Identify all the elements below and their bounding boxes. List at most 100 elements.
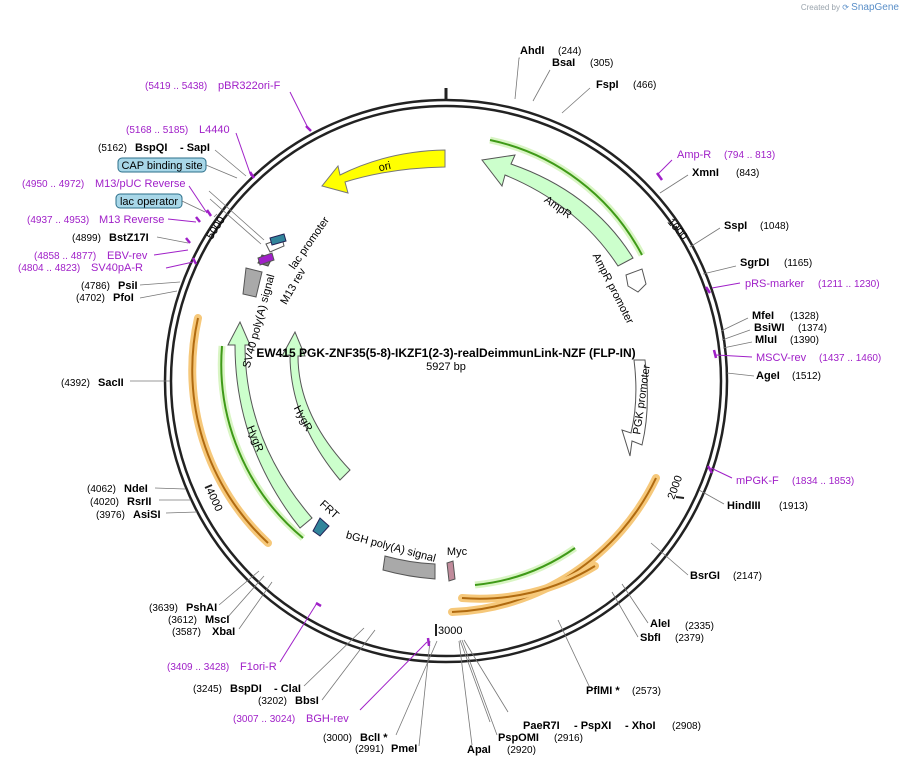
hygr-inner-feature[interactable] [281, 330, 351, 481]
primer-sv40pa-r-range: (4804 .. 4823) [18, 263, 80, 274]
enzyme-psii-pos: (4786) [81, 281, 110, 292]
primer-pbr322ori-f[interactable]: pBR322ori-F [218, 80, 281, 92]
enzyme-pmei-pos: (2991) [355, 744, 384, 755]
primer-labels: Amp-R (794 .. 813) pRS-marker (1211 .. 1… [18, 80, 881, 725]
bgh-polya-feature[interactable] [382, 555, 436, 580]
enzyme-sapi[interactable]: - SapI [180, 142, 210, 154]
tick-4000-mark [204, 484, 213, 489]
enzyme-bspdi[interactable]: BspDI [230, 683, 262, 695]
sv40-polya-feature[interactable] [242, 267, 263, 298]
pgk-promoter-feature[interactable] [621, 359, 648, 457]
primer-m13-puc-reverse[interactable]: M13/pUC Reverse [95, 178, 185, 190]
enzyme-xbai[interactable]: XbaI [212, 626, 235, 638]
enzyme-msci-pos: (3612) [168, 615, 197, 626]
enzyme-psii[interactable]: PsiI [118, 280, 138, 292]
enzyme-bsiwi[interactable]: BsiWI [754, 322, 785, 334]
primer-ebv-rev[interactable]: EBV-rev [107, 250, 148, 262]
orf-arc-inner-line [461, 565, 596, 600]
tick-2000-mark [675, 496, 685, 499]
enzyme-sgrdi[interactable]: SgrDI [740, 257, 769, 269]
enzyme-fspi[interactable]: FspI [596, 79, 619, 91]
enzyme-pfoi-pos: (4702) [76, 293, 105, 304]
tick-3000: 3000 [438, 625, 462, 637]
primer-amp-r[interactable]: Amp-R [677, 149, 711, 161]
primer-l4440-range: (5168 .. 5185) [126, 125, 188, 136]
enzyme-ahdi[interactable]: AhdI [520, 45, 544, 57]
enzyme-xhoi[interactable]: - XhoI [625, 720, 656, 732]
enzyme-asisi[interactable]: AsiSI [133, 509, 161, 521]
enzyme-bcli[interactable]: BclI * [360, 732, 388, 744]
lac-operator-feature[interactable] [269, 233, 287, 246]
enzyme-fspi-pos: (466) [633, 80, 656, 91]
myc-feature[interactable] [446, 560, 456, 582]
enzyme-pflmi[interactable]: PflMI * [586, 685, 620, 697]
primer-feature [257, 252, 275, 266]
ori-feature[interactable] [321, 149, 446, 194]
enzyme-alei-pos: (2335) [685, 621, 714, 632]
enzyme-bstz17i-pos: (4899) [72, 233, 101, 244]
enzyme-rsrii-pos: (4020) [90, 497, 119, 508]
primer-m13-puc-reverse-range: (4950 .. 4972) [22, 179, 84, 190]
enzyme-mfei[interactable]: MfeI [752, 310, 774, 322]
primer-sv40pa-r[interactable]: SV40pA-R [91, 262, 143, 274]
enzyme-hindiii[interactable]: HindIII [727, 500, 761, 512]
lac-promoter-label: lac promoter [287, 215, 332, 272]
primer-l4440[interactable]: L4440 [199, 124, 230, 136]
primer-mscv-rev[interactable]: MSCV-rev [756, 352, 807, 364]
primer-bgh-rev[interactable]: BGH-rev [306, 713, 349, 725]
enzyme-sspi[interactable]: SspI [724, 220, 747, 232]
primer-leader-lines [153, 91, 753, 711]
enzyme-sbfi[interactable]: SbfI [640, 632, 661, 644]
enzyme-pspxi[interactable]: - PspXI [574, 720, 611, 732]
enzyme-pshai[interactable]: PshAI [186, 602, 217, 614]
primer-prs-marker[interactable]: pRS-marker [745, 278, 805, 290]
enzyme-mfei-pos: (1328) [790, 311, 819, 322]
enzyme-xbai-pos: (3587) [172, 627, 201, 638]
enzyme-pmei[interactable]: PmeI [391, 743, 417, 755]
green-orf-lines [217, 136, 646, 589]
enzyme-apai[interactable]: ApaI [467, 744, 491, 756]
enzyme-bsai-pos: (305) [590, 58, 613, 69]
frt-feature[interactable] [312, 517, 330, 537]
enzyme-bbsi[interactable]: BbsI [295, 695, 319, 707]
enzyme-bsrgi[interactable]: BsrGI [690, 570, 720, 582]
primer-f1ori-r[interactable]: F1ori-R [240, 661, 277, 673]
ampr-orf-line [489, 139, 643, 256]
enzyme-mlui[interactable]: MluI [755, 334, 777, 346]
hygr-outer-label: HygR [244, 424, 265, 454]
watermark-prefix: Created by [800, 3, 840, 12]
enzyme-agei[interactable]: AgeI [756, 370, 780, 382]
enzyme-xmni[interactable]: XmnI [692, 167, 719, 179]
enzyme-sbfi-pos: (2379) [675, 633, 704, 644]
enzyme-pfoi[interactable]: PfoI [113, 292, 134, 304]
enzyme-sacii[interactable]: SacII [98, 377, 124, 389]
snapgene-logo-icon: ⟳ [842, 3, 849, 12]
enzyme-bcli-pos: (3000) [323, 733, 352, 744]
enzyme-msci[interactable]: MscI [205, 614, 229, 626]
enzyme-bstz17i[interactable]: BstZ17I [109, 232, 149, 244]
enzyme-ndei-pos: (4062) [87, 484, 116, 495]
enzyme-xhoi-pos: (2908) [672, 721, 701, 732]
enzyme-clai[interactable]: - ClaI [274, 683, 301, 695]
enzyme-bsrgi-pos: (2147) [733, 571, 762, 582]
ori-label: ori [377, 160, 392, 174]
primer-mpgk-f[interactable]: mPGK-F [736, 475, 779, 487]
primer-prs-marker-range: (1211 .. 1230) [818, 279, 880, 290]
enzyme-alei[interactable]: AleI [650, 618, 670, 630]
enzyme-bspqi[interactable]: BspQI [135, 142, 167, 154]
enzyme-pshai-pos: (3639) [149, 603, 178, 614]
plasmid-title: EW415 PGK-ZNF35(5-8)-IKZF1(2-3)-realDeim… [256, 346, 635, 360]
hygr-outer-feature[interactable] [227, 320, 313, 529]
primer-m13-reverse-range: (4937 .. 4953) [27, 215, 89, 226]
enzyme-pspomi[interactable]: PspOMI [498, 732, 539, 744]
ampr-promoter-label: AmpR promoter [590, 251, 636, 326]
enzyme-rsrii[interactable]: RsrII [127, 496, 151, 508]
ampr-promoter-feature[interactable] [625, 268, 647, 293]
hygr-orf-line [220, 345, 304, 539]
ampr-feature[interactable] [481, 154, 634, 267]
enzyme-bsai[interactable]: BsaI [552, 57, 575, 69]
enzyme-ndei[interactable]: NdeI [124, 483, 148, 495]
enzyme-leader-lines [130, 57, 755, 747]
primer-m13-reverse[interactable]: M13 Reverse [99, 214, 164, 226]
enzyme-paer7i[interactable]: PaeR7I [523, 720, 560, 732]
